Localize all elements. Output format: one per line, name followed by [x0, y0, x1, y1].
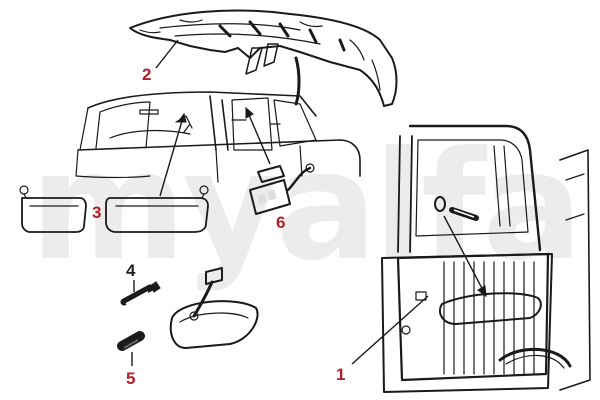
callout-3: 3	[92, 203, 102, 222]
sun-visor-left-part	[19, 185, 87, 233]
headliner-part	[129, 9, 398, 107]
leader-line-2	[155, 39, 179, 69]
interior-light-part	[249, 163, 315, 215]
callout-2: 2	[142, 65, 152, 84]
screw-part-4	[120, 281, 161, 306]
bolt-part-5	[117, 331, 145, 351]
callout-1: 1	[336, 365, 346, 384]
light-lens-part	[257, 165, 285, 183]
callout-4: 4	[126, 261, 136, 280]
callout-6: 6	[276, 213, 286, 232]
sun-visor-right-part	[105, 185, 209, 233]
door-screw-part	[434, 196, 479, 221]
rear-view-mirror-part	[169, 267, 259, 349]
car-body-sketch	[75, 91, 361, 183]
door-frame-part	[381, 124, 591, 393]
callout-5: 5	[126, 369, 136, 388]
leader-line-1	[351, 295, 429, 365]
